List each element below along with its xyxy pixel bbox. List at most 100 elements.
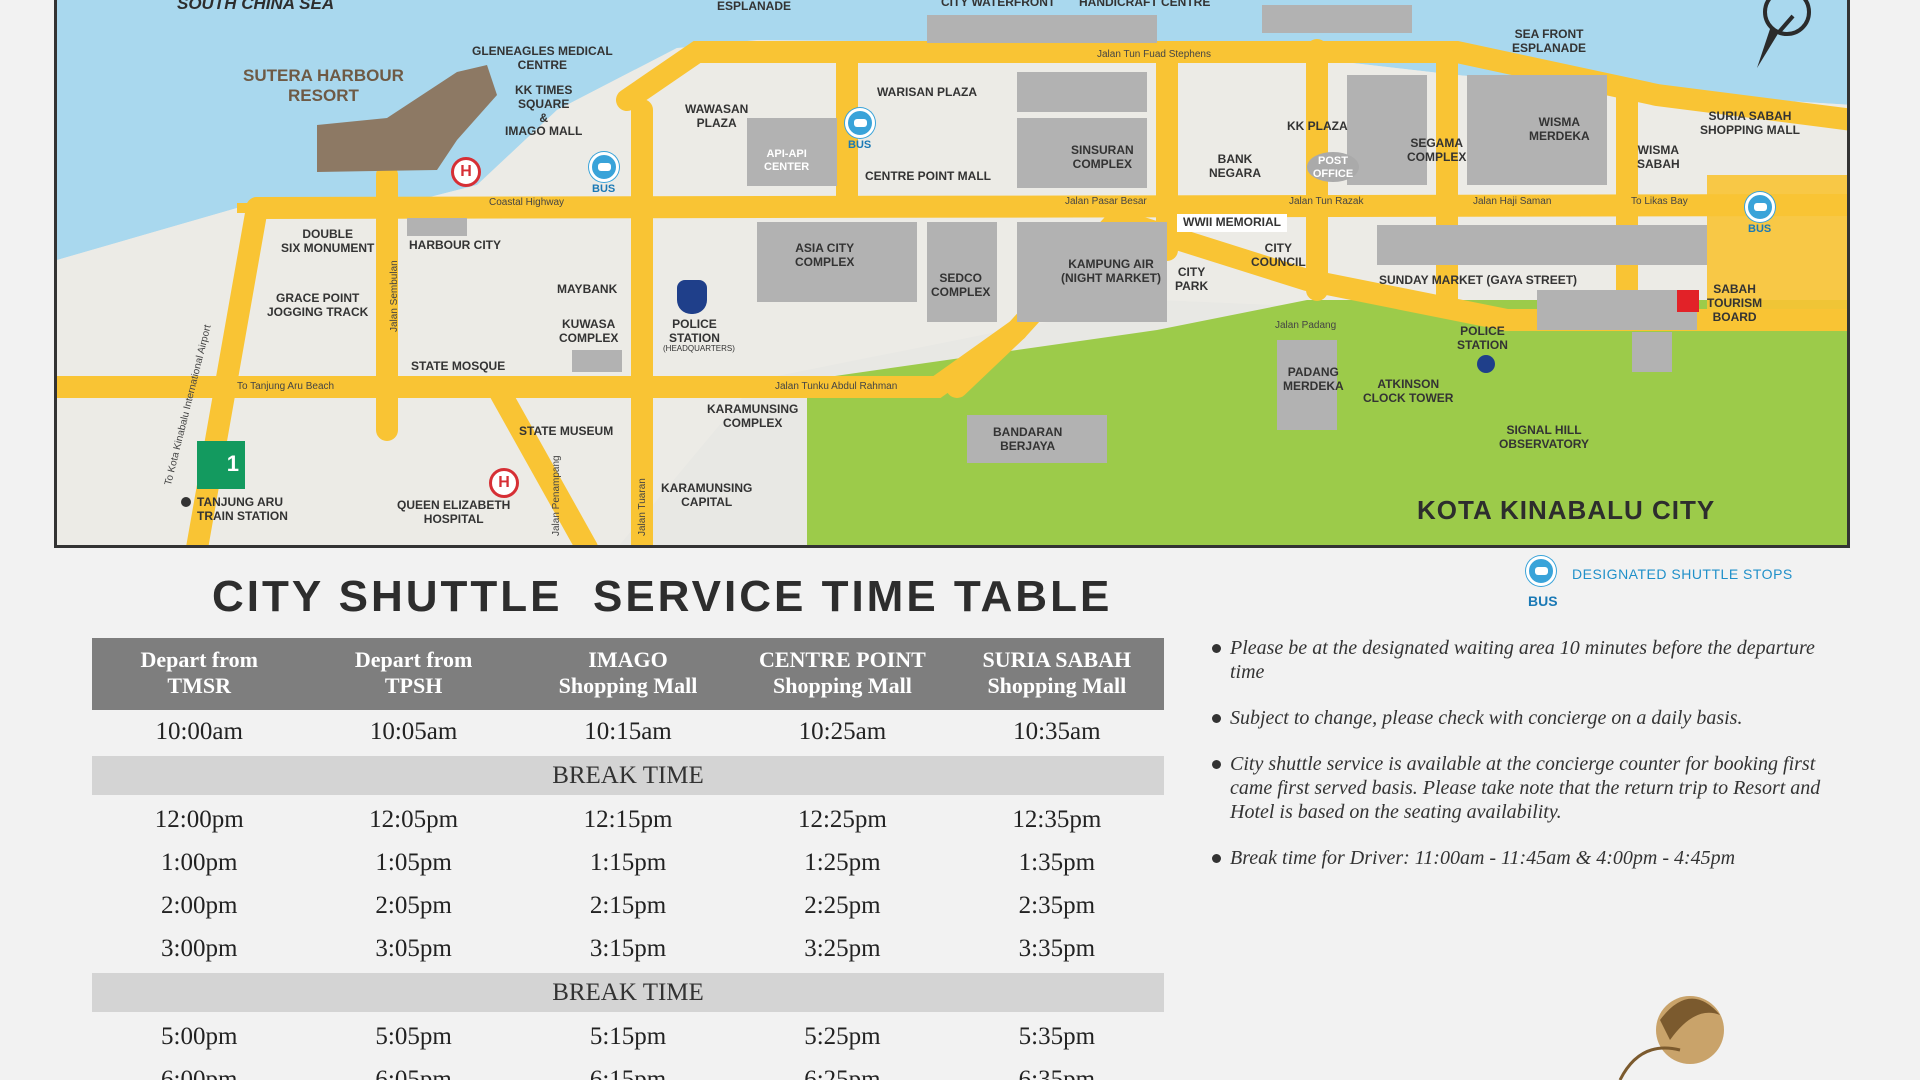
time-cell: 12:35pm <box>1012 805 1102 833</box>
time-cell: 3:15pm <box>589 934 667 962</box>
road-razak: Jalan Tun Razak <box>1289 196 1364 207</box>
road-penampang: Jalan Penampang <box>551 455 562 536</box>
centre-point-label: CENTRE POINT MALL <box>865 169 991 183</box>
time-cell: 10:00am <box>155 717 243 745</box>
karamunsing-complex-label: KARAMUNSING COMPLEX <box>707 402 799 430</box>
timetable-header: Depart from TMSR Depart from TPSH IMAGO … <box>92 638 1164 710</box>
city-park-label: CITY PARK <box>1175 265 1209 293</box>
bus-stop-label-suria: BUS <box>1748 223 1772 235</box>
legend-text: DESIGNATED SHUTTLE STOPS <box>1572 566 1793 582</box>
legend-bus-label: BUS <box>1528 593 1558 609</box>
time-cell: 3:25pm <box>804 934 881 962</box>
grace-point-label: GRACE POINT JOGGING TRACK <box>267 291 369 319</box>
sea-front-label: SEA FRONT ESPLANADE <box>1512 27 1587 55</box>
queen-elizabeth-label: QUEEN ELIZABETH HOSPITAL <box>397 498 511 526</box>
police-station-icon <box>1477 355 1495 373</box>
city-map[interactable]: SOUTH CHINA SEA SUTERA HARBOUR RESORT KO… <box>54 0 1850 548</box>
wisma-sabah-label: WISMA SABAH <box>1637 143 1680 171</box>
bus-stop-icon-imago[interactable] <box>589 152 619 182</box>
bus-stop-label-centre-point: BUS <box>848 139 872 151</box>
note-item: Please be at the designated waiting area… <box>1210 636 1850 684</box>
time-cell: 12:00pm <box>154 805 244 833</box>
police-hq-icon <box>677 280 707 314</box>
header-centre-point: CENTRE POINT Shopping Mall <box>758 647 926 698</box>
notes-list: Please be at the designated waiting area… <box>1210 636 1850 892</box>
header-imago: IMAGO Shopping Mall <box>558 647 698 698</box>
tourism-board-marker <box>1677 290 1699 312</box>
time-cell: 3:05pm <box>375 934 452 962</box>
time-cell: 2:25pm <box>804 891 881 919</box>
atkinson-label: ATKINSON CLOCK TOWER <box>1363 377 1454 405</box>
padang-label: PADANG MERDEKA <box>1283 365 1344 393</box>
city-label: KOTA KINABALU CITY <box>1417 495 1716 525</box>
time-cell: 12:25pm <box>797 805 887 833</box>
time-cell: 5:25pm <box>804 1022 881 1050</box>
signal-hill-label: SIGNAL HILL OBSERVATORY <box>1499 423 1590 451</box>
kuwasa-label: KUWASA COMPLEX <box>559 317 619 345</box>
train-station-dot <box>181 497 191 507</box>
road-saman: Jalan Haji Saman <box>1473 196 1552 207</box>
timetable: Depart from TMSR Depart from TPSH IMAGO … <box>92 638 1164 1080</box>
time-cell: 2:35pm <box>1018 891 1096 919</box>
note-item: Break time for Driver: 11:00am - 11:45am… <box>1210 846 1850 870</box>
time-cell: 5:15pm <box>589 1022 667 1050</box>
road-padang: Jalan Padang <box>1275 320 1337 331</box>
maybank-label: MAYBANK <box>557 282 618 296</box>
note-item: City shuttle service is available at the… <box>1210 752 1850 824</box>
time-cell: 3:35pm <box>1018 934 1096 962</box>
post-office-label: POST OFFICE <box>1307 152 1359 182</box>
wisma-merdeka-label: WISMA MERDEKA <box>1529 115 1590 143</box>
hospital-icon-gleneagles: H <box>451 157 481 187</box>
state-mosque-label: STATE MOSQUE <box>411 359 506 373</box>
esplanade-label: ESPLANADE <box>717 0 792 13</box>
time-cell: 2:05pm <box>375 891 452 919</box>
table-row: 3:00pm 3:05pm 3:15pm 3:25pm 3:35pm <box>92 927 1164 970</box>
road-fuad: Jalan Tun Fuad Stephens <box>1097 49 1211 60</box>
sinsuran-label: SINSURAN COMPLEX <box>1071 143 1134 171</box>
timetable-title: CITY SHUTTLE SERVICE TIME TABLE <box>212 572 1113 621</box>
wwii-label: WWII MEMORIAL <box>1177 214 1287 232</box>
break-time-row: BREAK TIME <box>92 756 1164 795</box>
bandaran-label: BANDARAN BERJAYA <box>993 425 1063 453</box>
kampung-air-label: KAMPUNG AIR (NIGHT MARKET) <box>1061 257 1161 285</box>
police-station-label: POLICE STATION <box>1457 324 1508 352</box>
time-cell: 12:15pm <box>583 805 673 833</box>
time-cell: 1:25pm <box>804 848 881 876</box>
time-cell: 1:00pm <box>161 848 238 876</box>
hospital-icon-queen-elizabeth: H <box>489 468 519 498</box>
time-cell: 5:00pm <box>161 1022 238 1050</box>
city-waterfront-label: CITY WATERFRONT <box>941 0 1056 9</box>
road-tuaran: Jalan Tuaran <box>637 478 648 536</box>
kk-times-label: KK TIMES SQUARE & IMAGO MALL <box>505 83 583 139</box>
time-cell: 10:35am <box>1013 717 1101 745</box>
header-tmsr: Depart from TMSR <box>140 647 258 698</box>
handicraft-label: HANDICRAFT CENTRE <box>1079 0 1211 9</box>
hotel-logo <box>1618 996 1724 1080</box>
header-tpsh: Depart from TPSH <box>354 647 473 698</box>
sunday-market-label: SUNDAY MARKET (GAYA STREET) <box>1379 273 1578 287</box>
resort-label: SUTERA HARBOUR RESORT <box>243 66 404 105</box>
time-cell: 3:00pm <box>161 934 238 962</box>
road-pasar: Jalan Pasar Besar <box>1065 196 1147 207</box>
sea-label: SOUTH CHINA SEA <box>177 0 335 13</box>
time-cell: 1:05pm <box>375 848 452 876</box>
karamunsing-capital-label: KARAMUNSING CAPITAL <box>661 481 753 509</box>
road-sembulan: Jalan Sembulan <box>389 260 400 332</box>
kk-plaza-label: KK PLAZA <box>1287 119 1348 133</box>
time-cell: 6:15pm <box>589 1065 667 1080</box>
time-cell: 1:35pm <box>1018 848 1096 876</box>
state-museum-label: STATE MUSEUM <box>519 424 614 438</box>
warisan-label: WARISAN PLAZA <box>877 85 977 99</box>
time-cell: 2:15pm <box>589 891 667 919</box>
harbour-city-label: HARBOUR CITY <box>409 238 501 252</box>
bus-stop-icon-centre-point[interactable] <box>845 108 875 138</box>
bus-stop-icon-suria[interactable] <box>1745 192 1775 222</box>
sedco-label: SEDCO COMPLEX <box>931 271 991 299</box>
time-cell: 6:35pm <box>1018 1065 1096 1080</box>
train-station-icon: 1 <box>197 441 245 489</box>
